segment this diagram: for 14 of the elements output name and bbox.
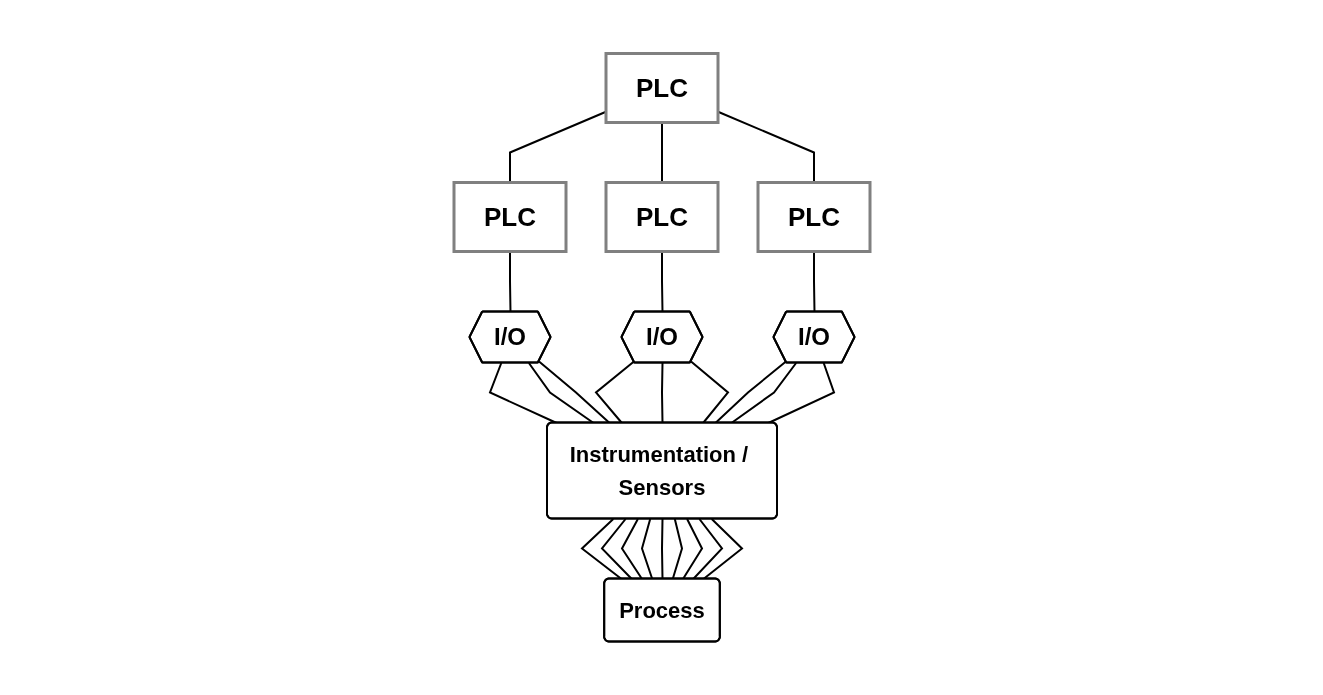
connector [640,518,653,580]
connector [713,360,787,424]
connector [766,362,835,424]
connector [660,518,663,580]
node-box: PLC [604,181,719,253]
node-box: PLC [756,181,871,253]
node-box: PLC [452,181,567,253]
connector [671,518,683,580]
connector [488,362,558,424]
connector [729,362,797,424]
connector [527,362,595,424]
node-box: PLC [604,52,719,124]
connector [660,362,663,424]
connector [537,360,611,424]
